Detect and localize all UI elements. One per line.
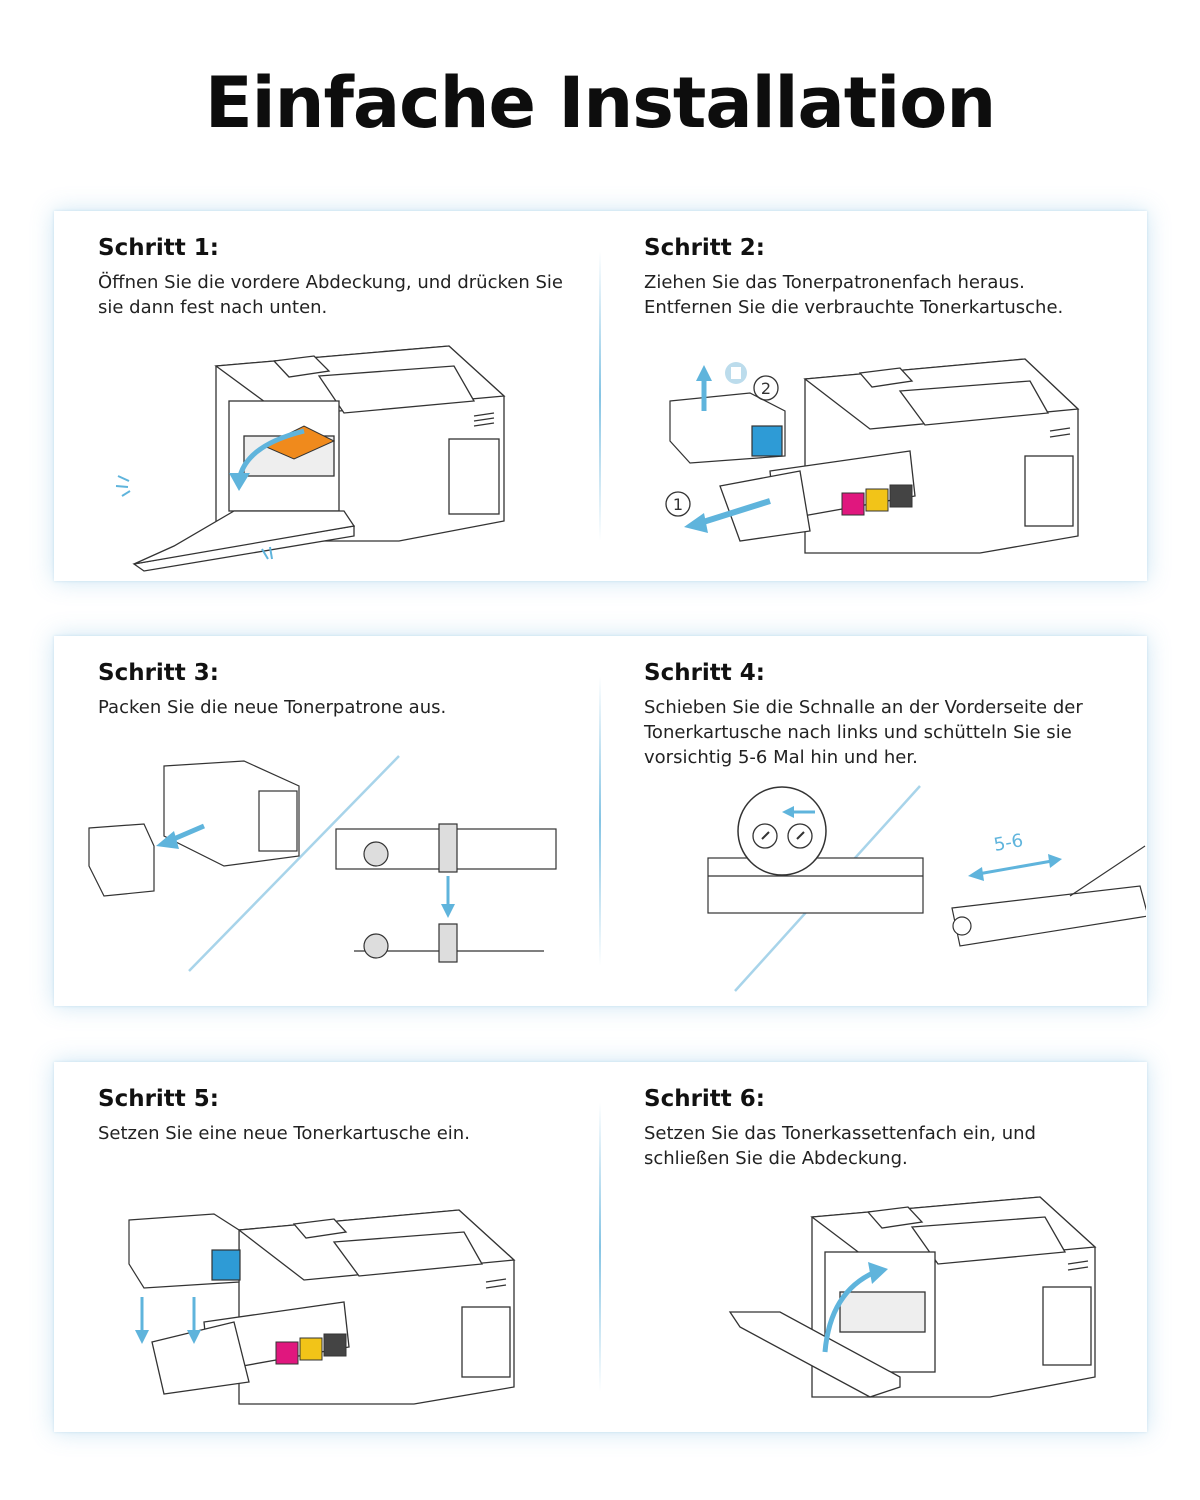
step-description: Setzen Sie eine neue Tonerkartusche ein. [98, 1123, 470, 1144]
toner-cartridge-icon [951, 845, 1146, 947]
toner-cartridge-icon [88, 760, 300, 897]
arrow-icon [822, 1269, 877, 1353]
toner-cartridge-icon [275, 1333, 347, 1365]
step-1: Schritt 1: Öffnen Sie die vordere Abdeck… [54, 211, 600, 581]
step-title: Schritt 3: [98, 660, 219, 686]
step-2-illustration: 2 1 [665, 358, 1080, 554]
magnifier-callout [737, 786, 827, 876]
diagonal-line [188, 755, 400, 972]
step-title: Schritt 6: [644, 1086, 765, 1112]
toner-cartridge-icon [669, 392, 786, 464]
step-title: Schritt 1: [98, 235, 219, 261]
step-marker-2 [753, 375, 779, 401]
step-description: Packen Sie die neue Tonerpatrone aus. [98, 697, 447, 718]
step-title: Schritt 5: [98, 1086, 219, 1112]
step-1-illustration [115, 345, 506, 572]
step-description: Schieben Sie die Schnalle an der Vorders… [644, 697, 1083, 768]
toner-cartridge-icon [128, 1213, 241, 1289]
divider [599, 1102, 601, 1392]
printer-icon [132, 345, 506, 572]
shake-label: 5-6 [992, 830, 1025, 856]
step-title: Schritt 2: [644, 235, 765, 261]
step-card-row-1: Schritt 1: Öffnen Sie die vordere Abdeck… [54, 211, 1147, 581]
step-card-row-2: Schritt 3: Packen Sie die neue Tonerpatr… [54, 636, 1147, 1006]
marker-1: 1 [673, 495, 683, 514]
step-title: Schritt 4: [644, 660, 765, 686]
toner-cartridge-icon [841, 484, 913, 516]
step-5: Schritt 5: Setzen Sie eine neue Tonerkar… [54, 1062, 600, 1432]
step-description: Setzen Sie das Tonerkassettenfach ein, u… [644, 1123, 1036, 1169]
arrow-icon [699, 498, 771, 526]
step-3-illustration [88, 755, 557, 972]
step-description: Öffnen Sie die vordere Abdeckung, und dr… [98, 272, 563, 318]
trash-icon [725, 362, 747, 384]
step-6: Schritt 6: Setzen Sie das Tonerkassetten… [600, 1062, 1146, 1432]
step-description: Ziehen Sie das Tonerpatronenfach heraus.… [644, 272, 1064, 318]
step-6-illustration [728, 1196, 1097, 1398]
toner-cartridge-icon [335, 823, 557, 963]
step-4-illustration: 5-6 [707, 785, 1146, 992]
step-card-row-3: Schritt 5: Setzen Sie eine neue Tonerkar… [54, 1062, 1147, 1432]
divider [599, 676, 601, 966]
toner-cartridge-icon [707, 857, 924, 914]
marker-2: 2 [761, 379, 771, 398]
step-3: Schritt 3: Packen Sie die neue Tonerpatr… [54, 636, 600, 1006]
divider [599, 251, 601, 541]
printer-icon [728, 1196, 1097, 1398]
step-2: Schritt 2: Ziehen Sie das Tonerpatronenf… [600, 211, 1146, 581]
printer-icon [151, 1209, 516, 1405]
step-5-illustration [128, 1209, 516, 1405]
arrow-icon [977, 859, 1053, 876]
step-marker-1 [665, 491, 691, 517]
step-4: Schritt 4: Schieben Sie die Schnalle an … [600, 636, 1146, 1006]
page-title: Einfache Installation [204, 62, 996, 144]
